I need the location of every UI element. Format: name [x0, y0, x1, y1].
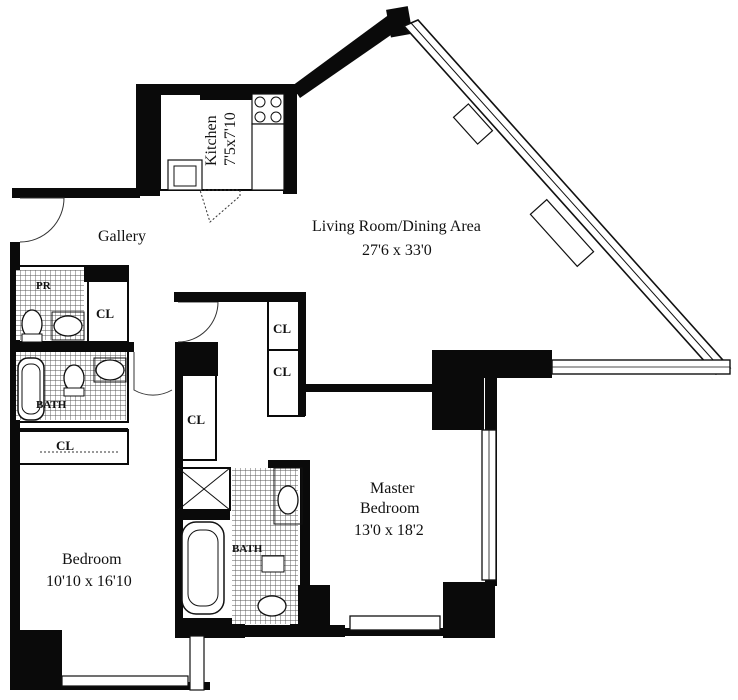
- bath-labels: PR BATH BATH: [36, 280, 263, 555]
- bedroom-size: 10'10 x 16'10: [46, 573, 132, 590]
- master-label-1: Master: [370, 480, 415, 497]
- bath-master-label: BATH: [232, 543, 263, 555]
- interior-walls: [13, 90, 306, 624]
- closet-label-hall: CL: [187, 412, 205, 427]
- living-window: [551, 359, 731, 375]
- diagonal-window: [402, 19, 732, 375]
- kitchen-label: Kitchen: [203, 115, 220, 166]
- master-size: 13'0 x 18'2: [354, 522, 424, 539]
- master-label-2: Bedroom: [360, 500, 420, 517]
- closet-label-living-upper: CL: [273, 321, 291, 336]
- bedroom-label: Bedroom: [62, 551, 122, 568]
- closet-labels: CL CL CL CL CL: [56, 306, 291, 453]
- closet-label-powder: CL: [96, 306, 114, 321]
- living-size: 27'6 x 33'0: [362, 242, 432, 259]
- closet-label-bedroom: CL: [56, 438, 74, 453]
- bath-left-label: BATH: [36, 399, 67, 411]
- powder-room-label: PR: [36, 280, 52, 292]
- master-window: [349, 429, 497, 631]
- living-label: Living Room/Dining Area: [312, 218, 481, 235]
- closet-label-living-lower: CL: [273, 364, 291, 379]
- gallery-label: Gallery: [98, 228, 146, 245]
- kitchen-size: 7'5x7'10: [222, 112, 239, 166]
- room-labels: Kitchen 7'5x7'10 Gallery Living Room/Din…: [46, 112, 481, 590]
- bedroom-window: [61, 635, 205, 691]
